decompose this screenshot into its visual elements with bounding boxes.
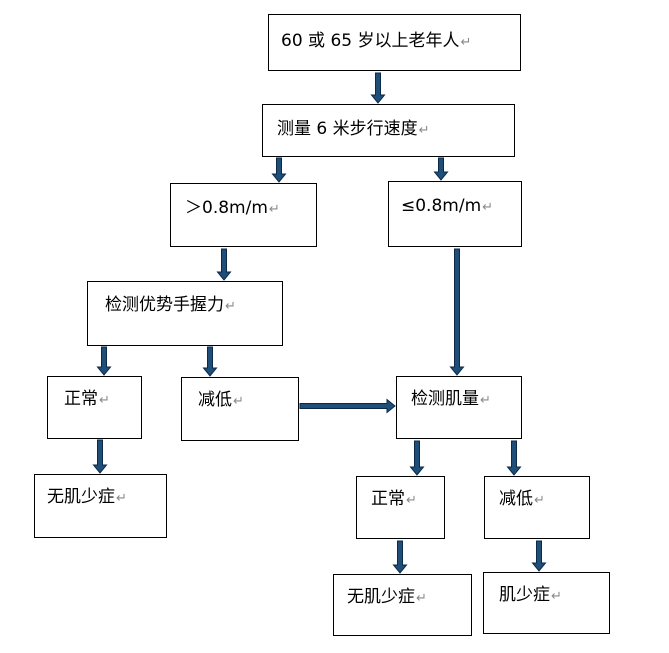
box-grip-low: 减低↵ — [181, 377, 299, 441]
arrow-grip-to-normal — [96, 346, 112, 376]
return-mark: ↵ — [406, 493, 417, 508]
label-muscle-normal-result: 无肌少症 — [347, 587, 415, 607]
return-mark: ↵ — [480, 393, 491, 408]
box-grip-normal: 正常↵ — [47, 376, 142, 439]
arrow-gait-to-high — [271, 157, 287, 183]
label-muscle: 检测肌量 — [411, 389, 479, 409]
arrow-grip-low-to-muscle — [299, 398, 396, 414]
label-muscle-normal: 正常 — [371, 489, 405, 509]
return-mark: ↵ — [482, 200, 494, 215]
arrow-grip-normal-to-result — [92, 439, 108, 474]
box-gait-speed: 测量 6 米步行速度↵ — [262, 104, 515, 157]
box-grip: 检测优势手握力↵ — [87, 281, 283, 346]
return-mark: ↵ — [551, 589, 562, 604]
box-muscle: 检测肌量↵ — [396, 376, 522, 439]
return-mark: ↵ — [416, 591, 427, 606]
label-gait-speed: 测量 6 米步行速度 — [277, 119, 418, 139]
arrow-muscle-to-low — [506, 440, 522, 476]
return-mark: ↵ — [418, 123, 430, 138]
label-speed-high: ＞0.8m/m — [185, 198, 268, 218]
return-mark: ↵ — [116, 491, 127, 506]
box-speed-high: ＞0.8m/m↵ — [170, 183, 317, 247]
arrow-muscle-low-to-result — [531, 540, 547, 572]
box-grip-normal-result: 无肌少症↵ — [34, 474, 167, 538]
label-muscle-low-result: 肌少症 — [499, 585, 550, 605]
box-speed-low: ≤0.8m/m↵ — [388, 181, 522, 247]
label-grip-low: 减低 — [198, 390, 232, 410]
label-grip: 检测优势手握力 — [105, 295, 224, 315]
arrow-high-to-grip — [216, 248, 232, 281]
return-mark: ↵ — [233, 394, 244, 409]
return-mark: ↵ — [99, 393, 110, 408]
box-muscle-normal: 正常↵ — [356, 476, 445, 539]
return-mark: ↵ — [534, 493, 545, 508]
return-mark: ↵ — [225, 299, 236, 314]
box-muscle-low: 减低↵ — [484, 476, 590, 539]
arrow-low-to-muscle — [449, 248, 465, 376]
box-muscle-normal-result: 无肌少症↵ — [333, 574, 472, 636]
box-elderly: 60 或 65 岁以上老年人↵ — [268, 14, 521, 71]
arrow-grip-to-low — [202, 346, 218, 377]
label-muscle-low: 减低 — [499, 489, 533, 509]
arrow-muscle-to-normal — [409, 440, 425, 476]
arrow-gait-to-low — [433, 157, 449, 181]
return-mark: ↵ — [460, 35, 472, 50]
box-muscle-low-result: 肌少症↵ — [483, 572, 610, 634]
label-grip-normal: 正常 — [64, 389, 98, 409]
arrow-elderly-to-gait — [370, 72, 386, 104]
arrow-muscle-normal-to-result — [392, 540, 408, 574]
label-grip-normal-result: 无肌少症 — [47, 487, 115, 507]
label-elderly: 60 或 65 岁以上老年人 — [281, 31, 460, 51]
label-speed-low: ≤0.8m/m — [401, 196, 482, 216]
return-mark: ↵ — [268, 202, 280, 217]
